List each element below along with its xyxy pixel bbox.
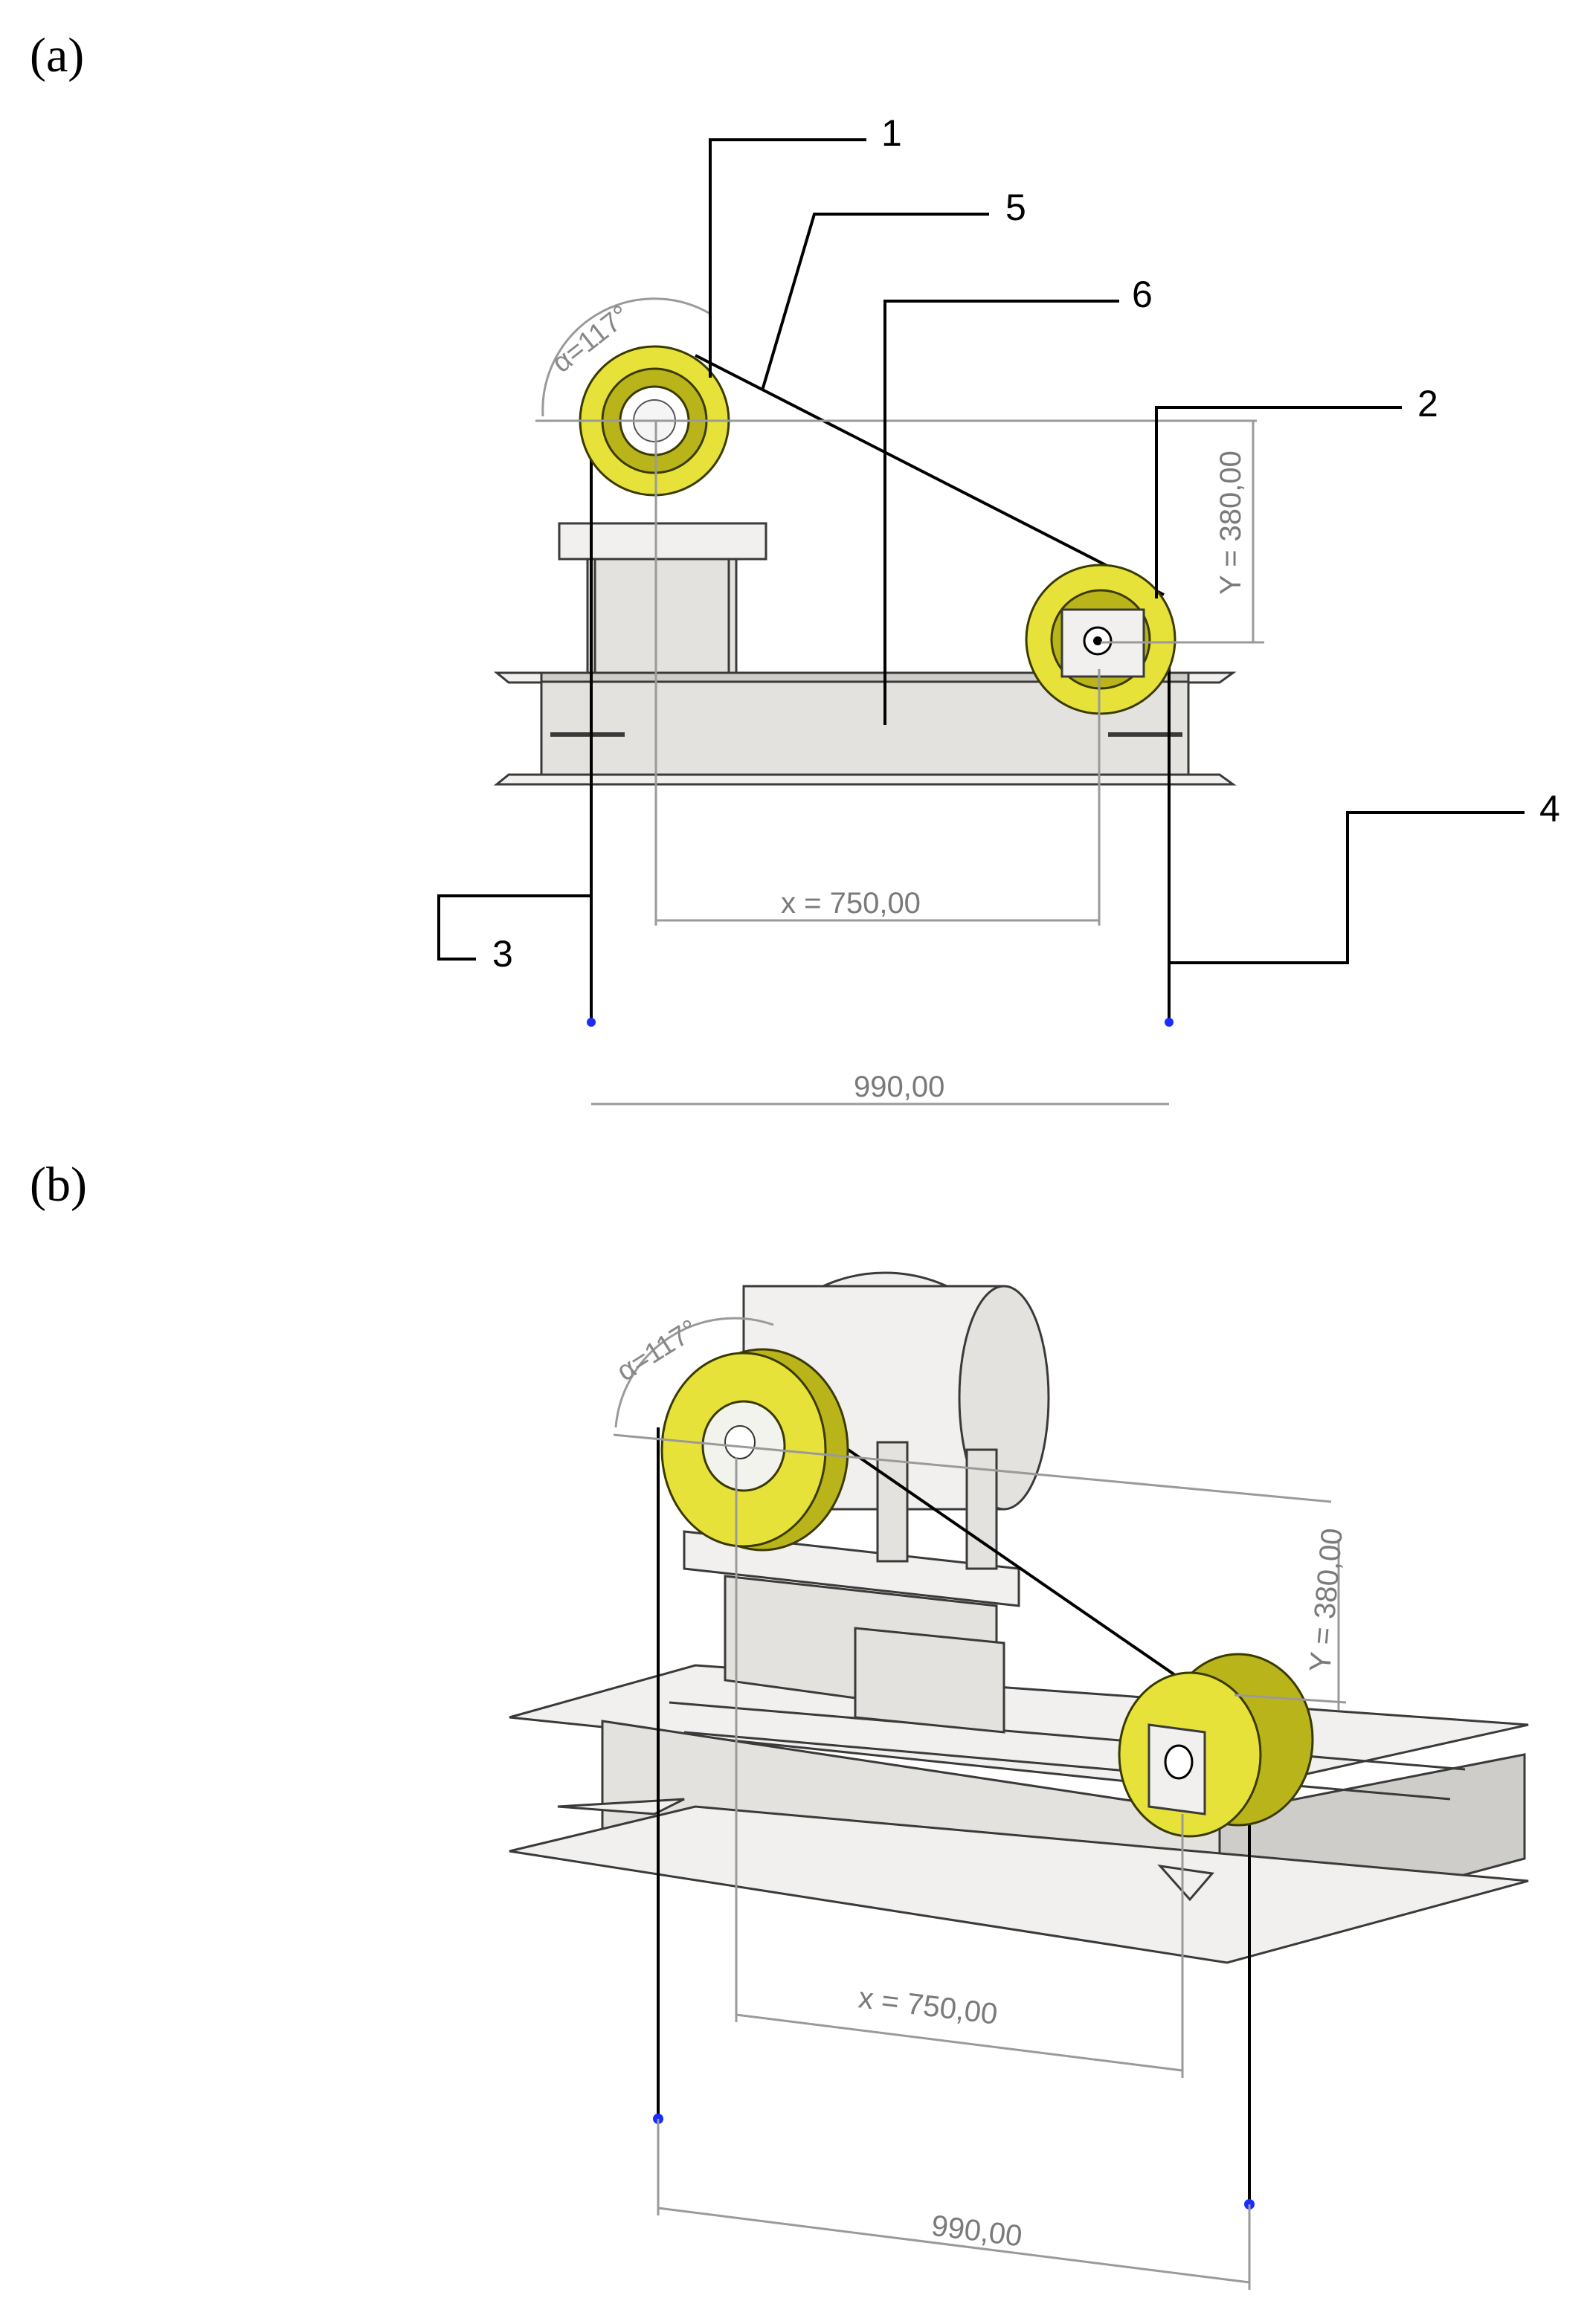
total-dimension-b: 990,00 bbox=[657, 2119, 1251, 2290]
callout-4: 4 bbox=[1539, 788, 1560, 830]
panel-b: (b) bbox=[30, 1158, 1529, 2290]
base-frame-iso bbox=[509, 1664, 1529, 1964]
rope-end-left-a bbox=[587, 1018, 596, 1027]
y-dimension-a: Y = 380,00 bbox=[1101, 421, 1264, 644]
callout-3: 3 bbox=[492, 933, 513, 975]
panel-a: (a) bbox=[30, 28, 1560, 1105]
callout-1: 1 bbox=[881, 112, 902, 154]
callout-6: 6 bbox=[1132, 274, 1153, 315]
x-dimension-a: x = 750,00 bbox=[654, 421, 1101, 926]
total-dim-label-a: 990,00 bbox=[854, 1071, 944, 1103]
y-dim-label-a: Y = 380,00 bbox=[1214, 451, 1247, 595]
pulley-2 bbox=[1025, 564, 1176, 715]
x-dim-label-b: x = 750,00 bbox=[857, 1981, 999, 2031]
x-dim-label-a: x = 750,00 bbox=[781, 887, 921, 920]
callout-2: 2 bbox=[1417, 383, 1438, 425]
pedestal bbox=[558, 522, 767, 674]
base-frame-side bbox=[493, 671, 1237, 786]
y-dim-label-b: Y = 380,00 bbox=[1304, 1527, 1349, 1673]
panel-a-label: (a) bbox=[30, 28, 84, 83]
callout-5: 5 bbox=[1005, 187, 1026, 228]
pulley-1-iso bbox=[660, 1348, 849, 1552]
total-dim-label-b: 990,00 bbox=[930, 2210, 1024, 2253]
callout-leaders-a: 1 5 6 2 3 4 bbox=[437, 112, 1560, 975]
panel-b-label: (b) bbox=[30, 1158, 87, 1212]
rope-a bbox=[590, 354, 1171, 1022]
total-dimension-a: 990,00 bbox=[591, 1071, 1169, 1105]
rope-end-right-a bbox=[1165, 1018, 1174, 1027]
